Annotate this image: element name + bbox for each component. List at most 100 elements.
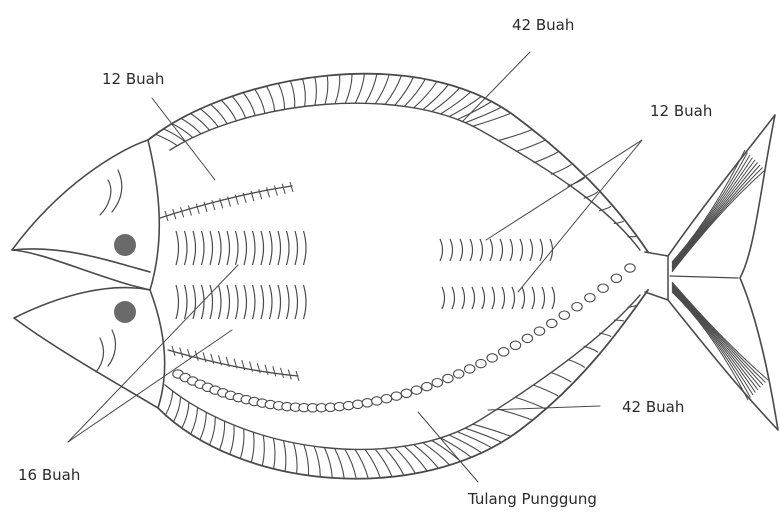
ray-arc (512, 287, 515, 309)
fin-ray (181, 118, 201, 133)
ray-arc (440, 239, 443, 261)
gill-line (148, 140, 165, 408)
head-crease-1 (112, 170, 122, 212)
fin-ray (273, 438, 275, 469)
ray-arc (244, 285, 247, 319)
vertebra (559, 311, 569, 319)
fin-ray (423, 85, 449, 110)
fin-ray (584, 346, 598, 352)
right-ray-rows (440, 239, 555, 309)
fish-tail (645, 115, 778, 430)
fin-ray (182, 402, 189, 428)
mouth-line (12, 250, 150, 290)
vertebra (411, 386, 421, 394)
fin-ray (404, 446, 427, 471)
fin-ray (599, 333, 611, 337)
fin-ray (534, 152, 559, 163)
vertebra (422, 382, 432, 390)
fin-ray (584, 192, 598, 199)
ray-arc (450, 239, 453, 261)
ray-arc (532, 287, 535, 309)
fin-ray (395, 77, 414, 105)
ray-arc (462, 287, 465, 309)
label-top-fins: 42 Buah (512, 16, 574, 34)
fin-ray (355, 74, 364, 104)
fin-ray (220, 421, 225, 450)
fin-ray (365, 74, 377, 103)
ray-arc (193, 231, 196, 265)
leader-top-fins (462, 52, 530, 122)
fish-body (148, 74, 648, 479)
fin-ray (414, 445, 439, 469)
ray-arc (261, 231, 264, 265)
ray-arc (185, 285, 188, 319)
fin-ray (200, 109, 218, 127)
ray-arc (219, 231, 222, 265)
fin-ray (473, 424, 511, 436)
fin-ray (156, 134, 178, 145)
ray-arc (472, 287, 475, 309)
fin-ray (335, 75, 340, 104)
vertebra (443, 374, 453, 382)
lower-head-outline (14, 288, 158, 408)
fin-ray (375, 75, 389, 104)
ray-arc (480, 239, 483, 261)
fin-ray (294, 443, 297, 474)
head-crease-4 (96, 338, 103, 372)
vertebra (465, 365, 475, 373)
fin-ray (423, 443, 450, 465)
ray-arc (227, 285, 230, 319)
ray-arc (540, 239, 543, 261)
fin-ray (191, 407, 198, 434)
vertebra (353, 400, 363, 408)
fin-ray (432, 441, 461, 462)
vertebra (487, 354, 497, 362)
fin-ray (278, 83, 284, 109)
leader-upper-left (152, 98, 215, 180)
fin-ray (315, 77, 317, 105)
leader-bottom-fins (488, 406, 600, 410)
ray-arc (202, 231, 205, 265)
fin-ray (441, 92, 471, 114)
ray-arc (490, 239, 493, 261)
fin-ray (345, 449, 356, 479)
head-crease-3 (108, 330, 115, 366)
label-spine: Tulang Punggung (467, 490, 597, 508)
label-upper-left: 12 Buah (102, 70, 164, 88)
ray-arc (452, 287, 455, 309)
fin-ray (262, 435, 264, 466)
ray-arc (253, 285, 256, 319)
fin-ray (465, 428, 501, 442)
fin-ray (290, 81, 294, 108)
vertebra (476, 359, 486, 367)
ray-arc (210, 231, 213, 265)
ray-arc (185, 231, 188, 265)
fin-ray (243, 93, 255, 116)
fin-ray (230, 425, 234, 454)
fin-ray (166, 391, 173, 415)
vertebra (547, 319, 557, 327)
ray-arc (304, 231, 307, 265)
vertebra (362, 399, 372, 407)
fin-ray (210, 417, 216, 445)
upper-left-ray-rows (176, 231, 306, 319)
ray-arc (510, 239, 513, 261)
fin-ray (516, 140, 545, 151)
fin-ray (449, 435, 482, 453)
upper-herringbone-bone (160, 182, 293, 221)
vertebra (585, 294, 595, 302)
vertebra (499, 348, 509, 356)
ray-arc (500, 239, 503, 261)
fin-ray (304, 445, 309, 476)
fin-ray (395, 448, 416, 474)
vertebra (432, 379, 442, 387)
ray-arc (502, 287, 505, 309)
vertebra (343, 401, 353, 409)
head-crease-2 (100, 180, 111, 215)
ray-arc (522, 287, 525, 309)
tail-rays (672, 150, 768, 400)
vertebra (391, 392, 401, 400)
ray-arc (542, 287, 545, 309)
ray-arc (227, 231, 230, 265)
